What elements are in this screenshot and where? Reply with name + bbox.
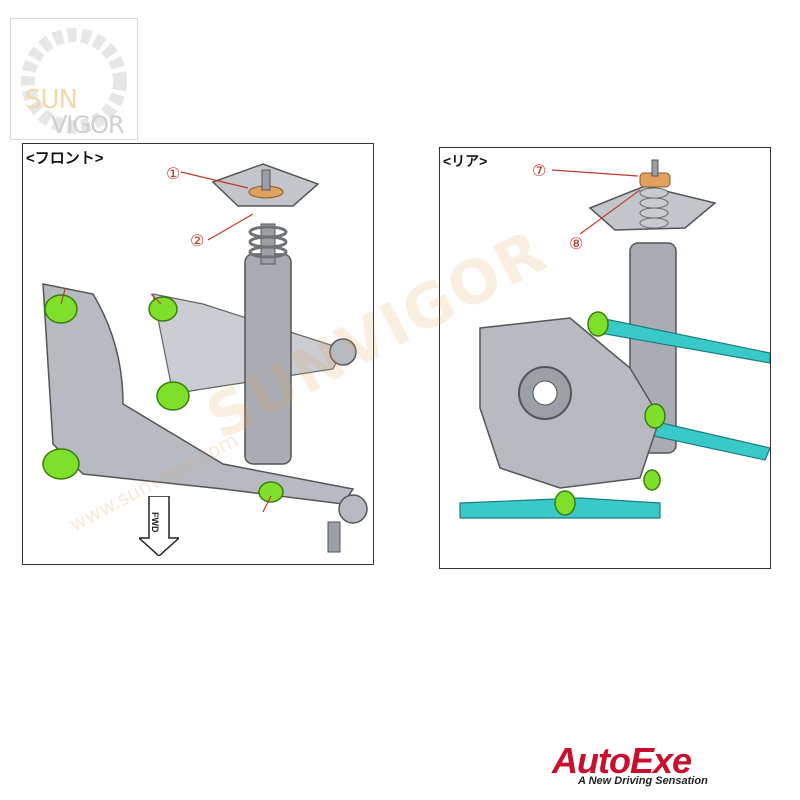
fwd-arrow-icon xyxy=(139,496,179,556)
rear-suspension-illustration xyxy=(459,159,770,519)
logo-sun-text: SUN xyxy=(25,85,78,115)
rear-suspension-panel: <リア> ⑦ xyxy=(439,147,771,569)
rear-callout-8: ⑧ xyxy=(569,234,584,253)
front-upper-ball-joint xyxy=(329,338,357,366)
sunvigor-logo: SUN VIGOR xyxy=(10,18,138,140)
front-suspension-illustration xyxy=(42,163,368,553)
autoexe-tagline: A New Driving Sensation xyxy=(578,775,708,787)
front-bushing-d xyxy=(42,448,80,480)
front-strut-body xyxy=(244,253,292,465)
sunvigor-ring-icon xyxy=(21,28,127,134)
front-panel-title: <フロント> xyxy=(26,150,104,167)
front-bushing-c xyxy=(156,381,190,411)
front-callout-2: ② xyxy=(190,231,205,250)
front-callout-arrows xyxy=(60,171,272,513)
rear-callout-arrows xyxy=(551,169,641,235)
rear-bushings xyxy=(554,311,666,516)
front-bushing-b xyxy=(148,296,178,322)
rear-bushing-d xyxy=(643,469,661,491)
front-ball-joint xyxy=(338,494,368,524)
front-lower-arm xyxy=(42,283,355,505)
rear-panel-title: <リア> xyxy=(443,153,488,169)
front-strut-rod xyxy=(260,223,276,265)
autoexe-logo: AutoExe xyxy=(552,740,692,781)
rear-bushing-a xyxy=(587,311,609,337)
rear-bushing-c xyxy=(554,490,576,516)
rear-callout-7: ⑦ xyxy=(532,161,547,180)
front-callout-1: ① xyxy=(166,164,181,183)
front-suspension-panel: <フロント> xyxy=(22,143,374,565)
front-bushing-e xyxy=(258,481,284,503)
front-bushing-a xyxy=(44,294,78,324)
rear-bump-stop xyxy=(639,187,669,229)
fwd-label: FWD xyxy=(150,512,160,533)
front-bushings xyxy=(42,294,284,503)
logo-vigor-text: VIGOR xyxy=(51,111,125,139)
front-spring-coils xyxy=(248,225,288,259)
rear-bushing-b xyxy=(644,403,666,429)
